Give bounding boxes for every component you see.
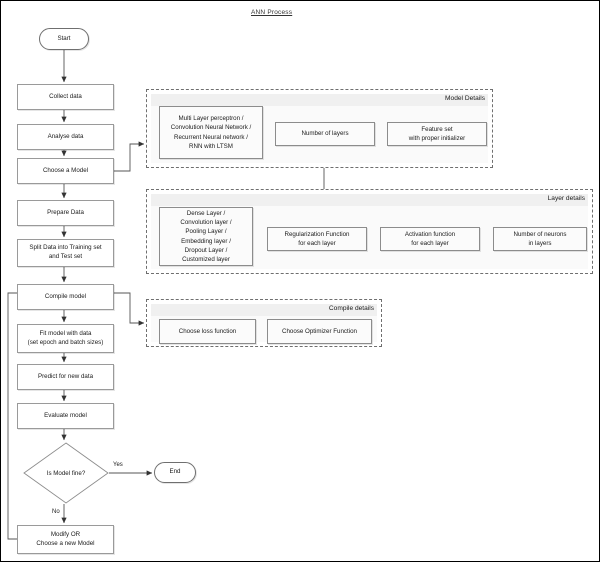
node-prepare-data[interactable]: Prepare Data: [17, 200, 114, 226]
group-compile-details-title: Compile details: [328, 305, 374, 312]
node-activation-function[interactable]: Activation function for each layer: [380, 227, 480, 251]
node-model-architecture-label: Multi Layer perceptron / Convolution Neu…: [170, 114, 252, 150]
node-layer-types-label: Dense Layer / Convolution layer / Poolin…: [180, 209, 232, 264]
page-title: ANN Process: [251, 9, 293, 16]
group-model-details-header: [151, 94, 488, 106]
node-end[interactable]: End: [154, 462, 196, 483]
node-predict-new-data[interactable]: Predict for new data: [17, 364, 114, 390]
node-is-model-fine[interactable]: Is Model fine?: [23, 442, 109, 504]
group-compile-details: Compile details Choose loss function Cho…: [146, 299, 382, 347]
node-analyse-data-label: Analyse data: [47, 132, 84, 140]
node-number-of-neurons[interactable]: Number of neurons in layers: [493, 227, 587, 251]
node-start[interactable]: Start: [39, 28, 89, 50]
node-layer-types[interactable]: Dense Layer / Convolution layer / Poolin…: [159, 207, 253, 266]
node-fit-model-label: Fit model with data (set epoch and batch…: [27, 329, 104, 346]
node-compile-model[interactable]: Compile model: [17, 284, 114, 310]
node-choose-optimizer-function-label: Choose Optimizer Function: [282, 327, 357, 335]
node-regularization-function-label: Regularization Function for each layer: [284, 230, 350, 247]
node-is-model-fine-label: Is Model fine?: [46, 469, 86, 477]
node-evaluate-model-label: Evaluate model: [44, 411, 87, 419]
node-feature-set[interactable]: Feature set with proper initializer: [387, 122, 487, 146]
group-layer-details-title: Layer details: [547, 195, 585, 202]
group-layer-details: Layer details Dense Layer / Convolution …: [146, 189, 593, 274]
node-choose-a-model[interactable]: Choose a Model: [17, 158, 114, 184]
diamond-icon: [23, 442, 109, 504]
node-split-data[interactable]: Split Data into Training set and Test se…: [17, 239, 114, 267]
node-fit-model[interactable]: Fit model with data (set epoch and batch…: [17, 324, 114, 353]
node-choose-optimizer-function[interactable]: Choose Optimizer Function: [267, 319, 372, 344]
node-model-architecture[interactable]: Multi Layer perceptron / Convolution Neu…: [159, 106, 263, 159]
node-modify-or-choose-new-model[interactable]: Modify OR Choose a new Model: [17, 525, 114, 554]
node-collect-data[interactable]: Collect data: [17, 84, 114, 110]
node-prepare-data-label: Prepare Data: [47, 208, 84, 216]
node-start-label: Start: [57, 34, 71, 42]
node-analyse-data[interactable]: Analyse data: [17, 124, 114, 150]
node-activation-function-label: Activation function for each layer: [404, 230, 456, 247]
group-layer-details-header: [151, 194, 588, 206]
node-choose-loss-function[interactable]: Choose loss function: [159, 319, 256, 344]
group-compile-details-header: [151, 304, 377, 316]
node-collect-data-label: Collect data: [49, 92, 82, 100]
node-number-of-layers[interactable]: Number of layers: [275, 122, 375, 146]
node-regularization-function[interactable]: Regularization Function for each layer: [267, 227, 367, 251]
node-feature-set-label: Feature set with proper initializer: [408, 125, 466, 142]
node-split-data-label: Split Data into Training set and Test se…: [29, 244, 102, 260]
node-compile-model-label: Compile model: [44, 292, 87, 300]
node-end-label: End: [169, 468, 181, 475]
node-number-of-neurons-label: Number of neurons in layers: [513, 230, 567, 247]
group-model-details: Model Details Multi Layer perceptron / C…: [146, 89, 493, 168]
group-model-details-title: Model Details: [445, 95, 485, 102]
node-predict-new-data-label: Predict for new data: [37, 372, 94, 380]
node-evaluate-model[interactable]: Evaluate model: [17, 403, 114, 429]
node-choose-loss-function-label: Choose loss function: [178, 327, 237, 335]
edge-label-no: No: [52, 509, 60, 515]
edge-label-yes: Yes: [113, 462, 123, 468]
node-modify-or-choose-new-model-label: Modify OR Choose a new Model: [36, 530, 95, 547]
node-number-of-layers-label: Number of layers: [301, 130, 349, 138]
node-choose-a-model-label: Choose a Model: [42, 166, 89, 174]
